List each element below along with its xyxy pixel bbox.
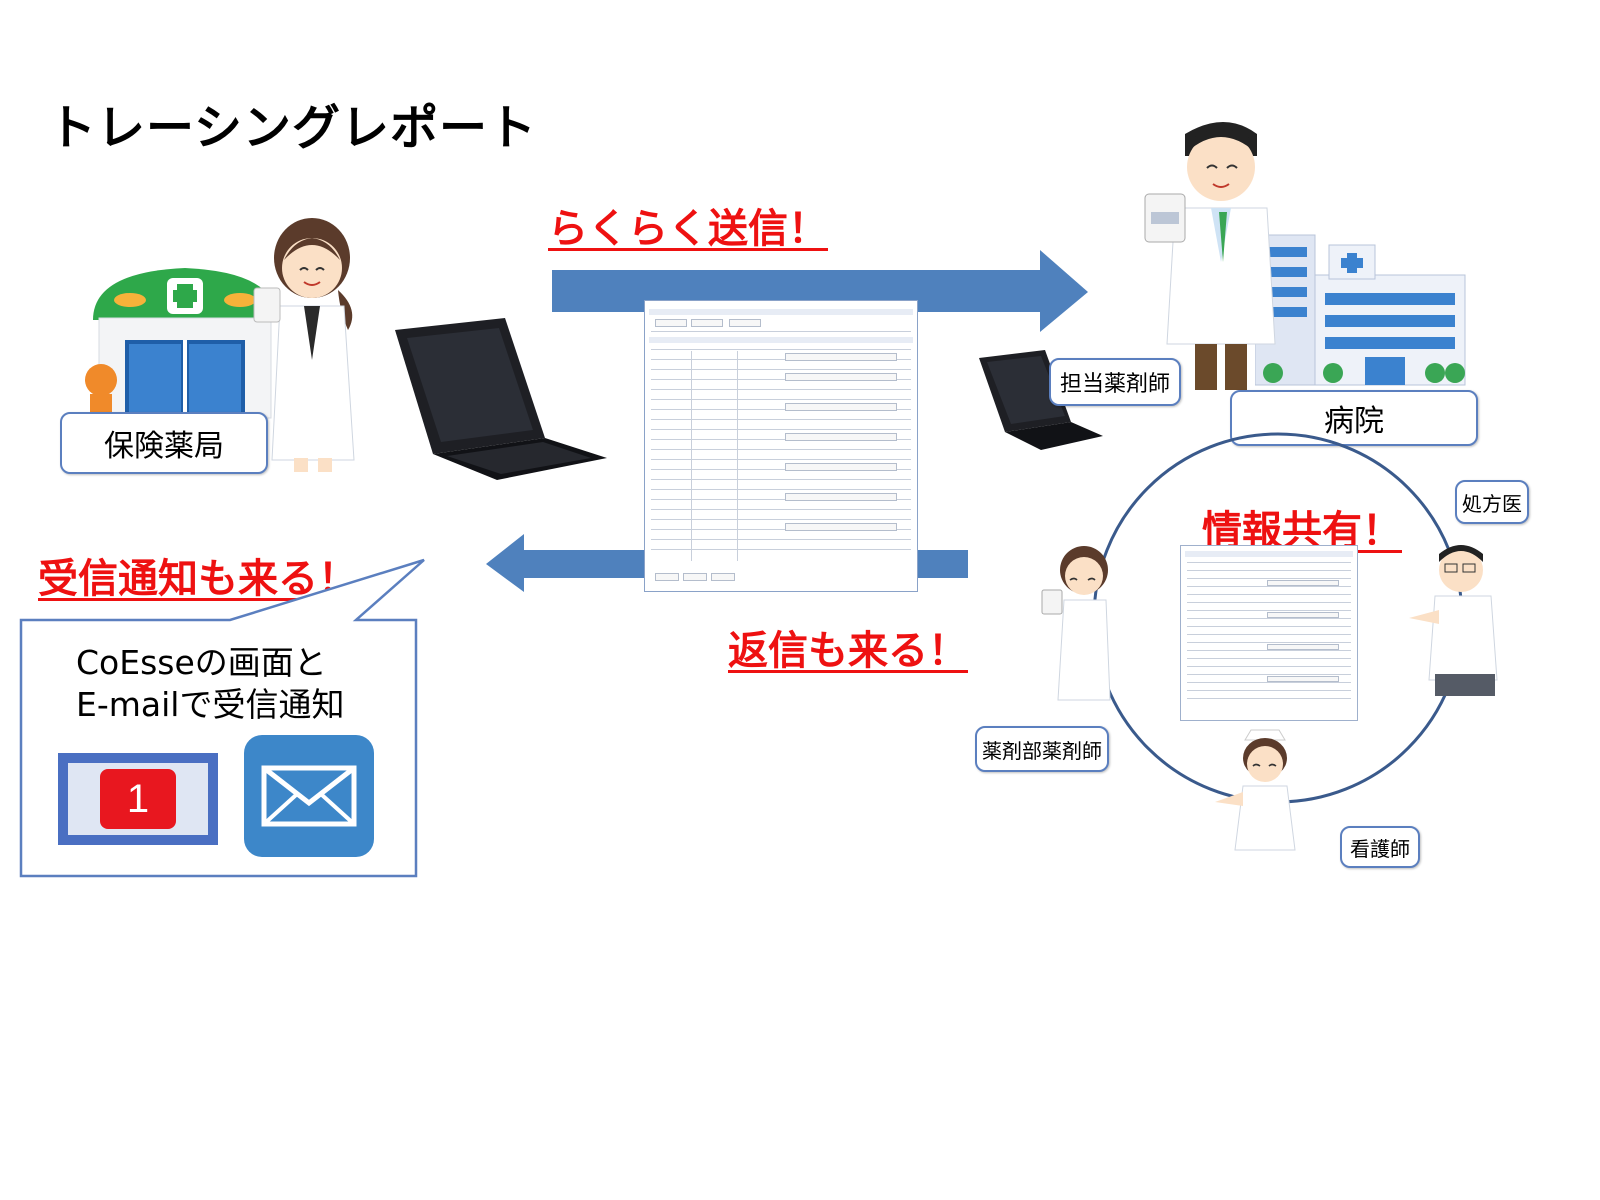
caption-reply: 返信も来る！ — [728, 628, 968, 674]
hospital-building-icon — [1255, 234, 1466, 386]
envelope-icon — [261, 765, 357, 827]
label-hospital: 病院 — [1230, 390, 1478, 446]
caption-send: らくらく送信！ — [548, 206, 828, 252]
label-assigned-pharmacist: 担当薬剤師 — [1049, 358, 1181, 406]
mascot-icon — [85, 364, 117, 414]
page-title: トレーシングレポート — [48, 100, 538, 156]
laptop-icon-right — [979, 350, 1103, 450]
pharmacy-building-icon — [93, 268, 277, 420]
label-pharmacy: 保険薬局 — [60, 412, 268, 474]
callout-line2: E-mailで受信通知 — [76, 685, 345, 724]
nurse-icon — [1215, 729, 1296, 851]
notification-badge-icon: 1 — [58, 753, 218, 845]
male-pharmacist-icon — [1144, 122, 1276, 390]
document-form-icon — [644, 300, 918, 592]
label-nurse: 看護師 — [1340, 826, 1420, 868]
female-pharmacist-icon — [253, 218, 355, 472]
laptop-icon — [395, 318, 607, 480]
caption-notify: 受信通知も来る！ — [38, 556, 358, 602]
shared-document-icon — [1180, 545, 1358, 721]
dept-pharmacist-icon — [1041, 546, 1111, 701]
label-prescriber: 処方医 — [1455, 480, 1529, 524]
callout-line1: CoEsseの画面と — [76, 643, 327, 682]
label-dept-pharmacist: 薬剤部薬剤師 — [975, 726, 1109, 772]
mail-icon — [244, 735, 374, 857]
badge-count: 1 — [100, 769, 176, 829]
prescriber-icon — [1409, 545, 1498, 696]
